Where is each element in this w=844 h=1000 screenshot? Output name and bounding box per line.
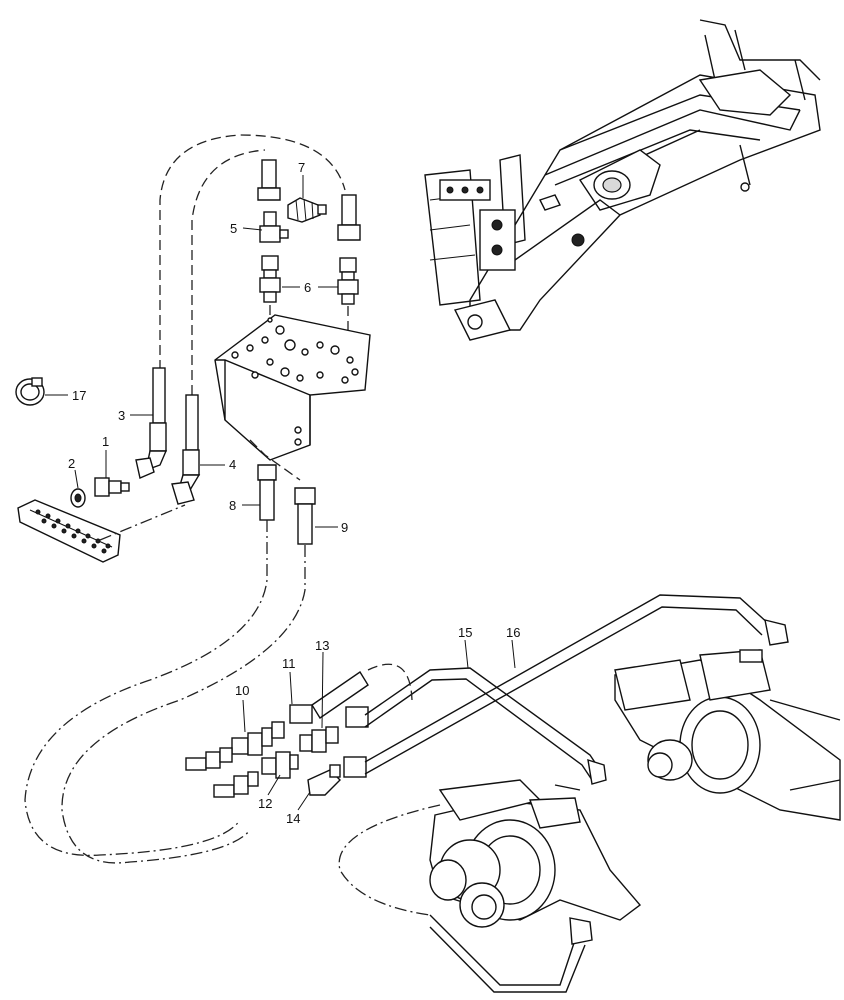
part-13-adapter [299,726,339,753]
fitting-top-right [337,194,361,241]
hose-route-mid [367,663,413,701]
rear-pipe-a [429,914,576,986]
callout-8: 8 [229,498,236,513]
callout-9: 9 [341,520,348,535]
part-9-hose-end [294,487,316,545]
chassis-frame [424,19,821,341]
rear-pipe-end [569,917,593,945]
part-14-elbow [307,764,341,796]
part-1-nipple [94,477,130,497]
fitting-lower-left-1 [185,747,233,771]
part-15-pipe-b [364,678,593,781]
pipe-end-mid [587,758,607,785]
hose-route-lower-inner [61,545,306,864]
filter-plate [17,499,121,563]
part-5-tee [259,211,289,243]
part-6-adapter-right [337,257,359,305]
callout-17: 17 [72,388,86,403]
callout-1: 1 [102,434,109,449]
front-axle [614,649,841,821]
part-10-adapter [231,721,285,756]
leader-lines [45,175,516,811]
callout-11: 11 [282,656,296,671]
part-15-pipe-a [364,667,601,771]
hose-route-upper-2 [191,149,266,395]
callout-10: 10 [235,683,249,698]
part-4-hose [171,394,201,505]
callout-15: 15 [458,625,472,640]
part-2-washer [70,488,86,508]
part-7-breather [287,197,327,223]
hose-route-lower-outer [24,520,268,857]
callout-4: 4 [229,457,236,472]
callout-7: 7 [298,160,305,175]
leader-dash-plate [99,504,186,541]
callout-14: 14 [286,811,300,826]
fitting-lower-left-2 [213,771,259,798]
callout-6: 6 [304,280,311,295]
part-16-pipe-a [364,594,771,763]
part-3-hose [135,367,168,479]
hose-fitting-mid [343,706,369,778]
callout-5: 5 [230,221,237,236]
callout-2: 2 [68,456,75,471]
leader-dash-manifold [249,439,301,481]
fitting-top-left [257,159,281,201]
callout-12: 12 [258,796,272,811]
callout-12-13: 13 [315,638,329,653]
callout-16: 16 [506,625,520,640]
hose-route-rear [338,804,441,916]
rear-axle [429,779,642,928]
part-17-clamp [15,377,45,406]
hose-route-upper [159,134,346,370]
part-12-elbow [261,751,299,779]
manifold-block [214,314,371,461]
part-6-adapter-left [259,255,281,303]
part-16-pipe-b [364,606,763,775]
part-8-hose-end [257,464,277,521]
callout-3: 3 [118,408,125,423]
pipe-end-right [764,619,789,646]
rear-pipe-b [429,926,586,993]
part-11-hose [289,671,369,724]
